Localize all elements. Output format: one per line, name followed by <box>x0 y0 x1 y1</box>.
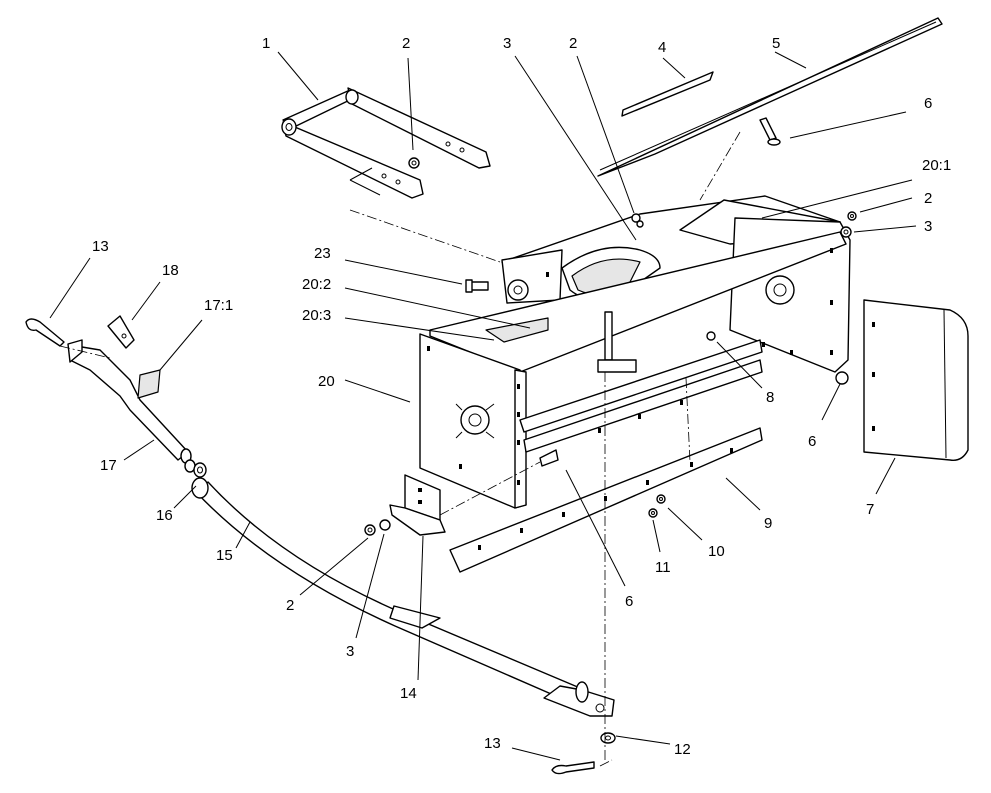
callout-5: 5 <box>772 35 780 52</box>
callout-2: 2 <box>286 597 294 614</box>
callout-17: 17 <box>100 457 117 474</box>
callout-2: 2 <box>569 35 577 52</box>
part-15-lift-rod <box>191 477 615 717</box>
callout-20-2: 20:2 <box>302 276 331 293</box>
callout-4: 4 <box>658 39 666 56</box>
callout-2: 2 <box>924 190 932 207</box>
callout-3: 3 <box>924 218 932 235</box>
part-16-washers <box>184 459 207 478</box>
callout-20-1: 20:1 <box>922 157 951 174</box>
callout-16: 16 <box>156 507 173 524</box>
part-5-top-cover <box>597 17 943 177</box>
callout-12: 12 <box>674 741 691 758</box>
callout-23: 23 <box>314 245 331 262</box>
callout-20-3: 20:3 <box>302 307 331 324</box>
part-6-bolt-top <box>759 117 781 146</box>
part-8-bolt <box>706 331 716 341</box>
callout-11: 11 <box>655 559 671 576</box>
callout-18: 18 <box>162 262 179 279</box>
callout-1: 1 <box>262 35 270 52</box>
callout-10: 10 <box>708 543 725 560</box>
part-23-bolt <box>465 279 489 293</box>
callout-3: 3 <box>346 643 354 660</box>
part-17-1-grip <box>137 369 161 399</box>
part-2-nut-front <box>364 524 376 536</box>
part-2-nut-right <box>847 211 857 221</box>
part-3-washer-rear <box>636 220 644 228</box>
callout-2: 2 <box>402 35 410 52</box>
callout-7: 7 <box>866 501 874 518</box>
callout-6: 6 <box>625 593 633 610</box>
callout-labels: 1 2 3 2 4 5 6 20:1 2 3 13 18 17:1 23 20:… <box>92 35 951 758</box>
callout-13: 13 <box>92 238 109 255</box>
callout-15: 15 <box>216 547 233 564</box>
callout-14: 14 <box>400 685 417 702</box>
callout-6: 6 <box>924 95 932 112</box>
part-7-side-plate <box>863 299 969 461</box>
callout-13: 13 <box>484 735 501 752</box>
part-1-lift-arm <box>281 87 491 199</box>
part-17-lever <box>67 339 192 464</box>
part-13-hairpin-top <box>25 318 65 347</box>
leader-lines <box>49 51 917 761</box>
part-3-washer-right <box>840 226 852 238</box>
callout-6: 6 <box>808 433 816 450</box>
callout-3: 3 <box>503 35 511 52</box>
part-2-nut-rear <box>631 213 641 223</box>
part-18-clip <box>107 315 135 349</box>
part-10-washer <box>656 494 666 504</box>
part-6-bolt-front <box>539 449 559 467</box>
part-11-nut <box>648 508 658 518</box>
part-14-bracket <box>389 474 446 536</box>
callout-17-1: 17:1 <box>204 297 233 314</box>
part-4-plate <box>621 71 714 117</box>
callout-8: 8 <box>766 389 774 406</box>
part-9-scraper-bar <box>449 427 763 573</box>
nut-2-top <box>408 157 420 169</box>
assembly-centerlines <box>59 131 741 767</box>
callout-20: 20 <box>318 373 335 390</box>
part-13-hairpin-bottom <box>551 761 595 775</box>
part-20-housing <box>419 195 851 509</box>
part-6-knob <box>835 371 849 385</box>
callout-9: 9 <box>764 515 772 532</box>
part-12-nut <box>600 732 616 744</box>
part-3-washer-front <box>379 519 391 531</box>
